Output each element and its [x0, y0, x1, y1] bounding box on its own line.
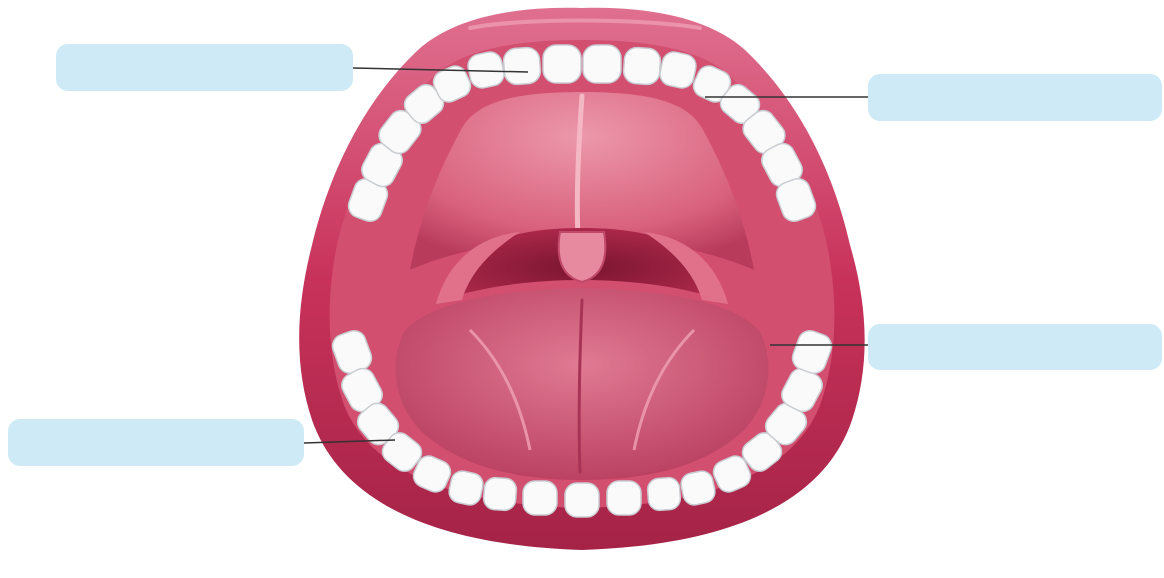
label-box-top-right[interactable]: [868, 74, 1162, 121]
lower-tooth: [483, 477, 517, 511]
label-box-bottom-left[interactable]: [8, 419, 304, 466]
label-box-top-left[interactable]: [56, 44, 353, 91]
label-box-bottom-right[interactable]: [868, 324, 1162, 370]
upper-tooth: [503, 47, 541, 85]
lower-tooth: [565, 483, 599, 517]
lower-tooth: [607, 481, 641, 515]
lower-tooth: [523, 481, 557, 515]
lower-tooth: [647, 477, 681, 511]
upper-tooth: [583, 45, 621, 83]
upper-tooth: [543, 45, 581, 83]
upper-tooth: [623, 47, 661, 85]
